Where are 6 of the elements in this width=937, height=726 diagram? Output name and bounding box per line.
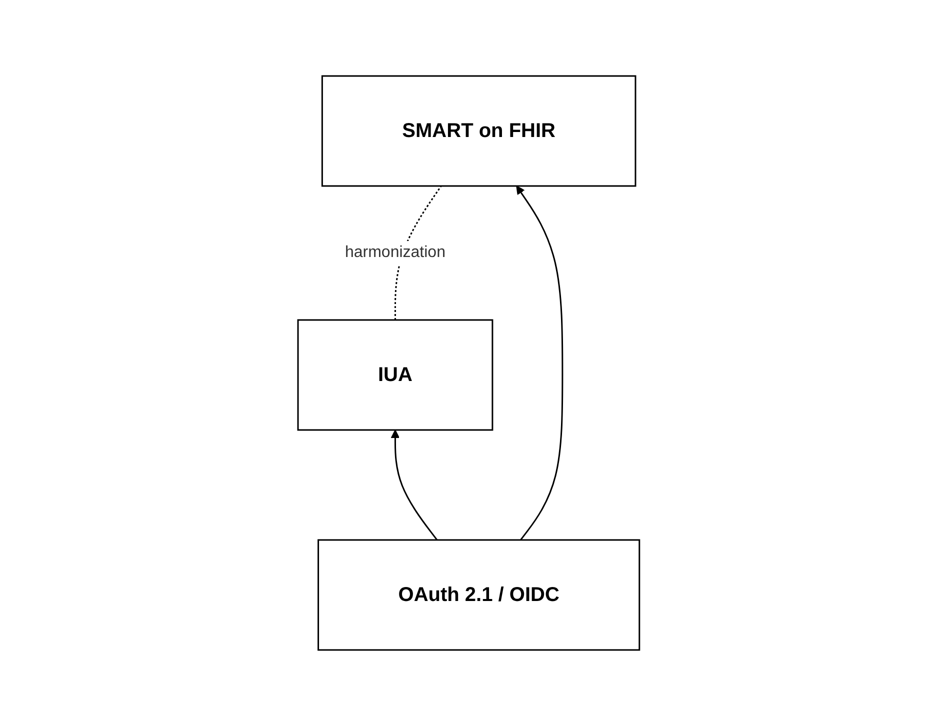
node-box: SMART on FHIR xyxy=(321,75,636,187)
arrow xyxy=(516,186,563,540)
node-box: IUA xyxy=(297,319,493,431)
edge-label: harmonization xyxy=(344,244,446,262)
arrow xyxy=(390,430,438,540)
node-box: OAuth 2.1 / OIDC xyxy=(317,539,640,651)
